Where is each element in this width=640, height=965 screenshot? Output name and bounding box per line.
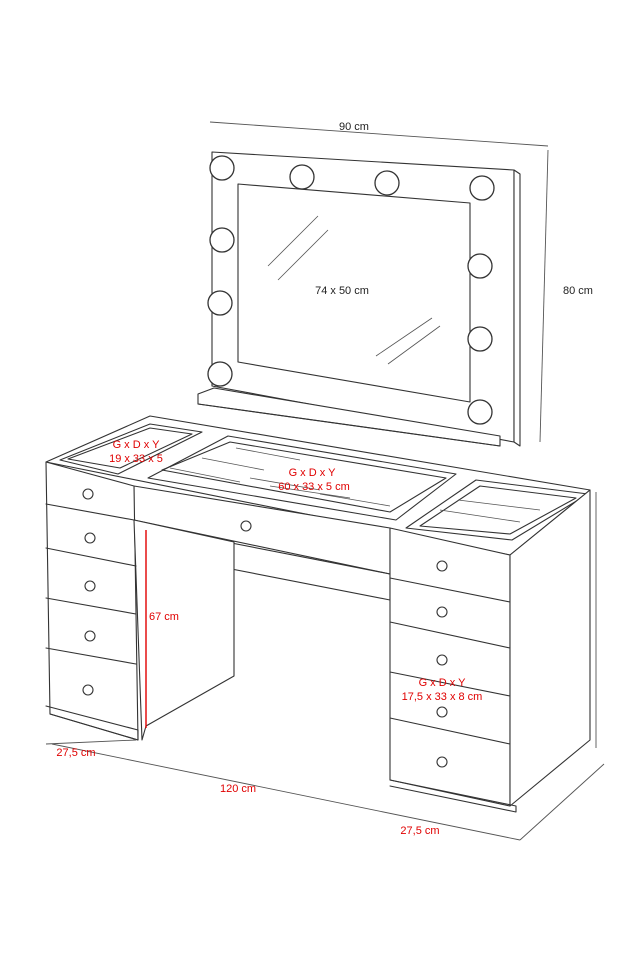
knob-left-2: [84, 532, 96, 544]
dim-line-right-depth: [519, 763, 605, 841]
dim-line-table-length: [51, 743, 521, 841]
bulb-4: [469, 175, 495, 201]
bulb-7: [207, 361, 233, 387]
vanity-table: [45, 415, 591, 813]
right-drawer-dividers: [389, 577, 511, 745]
bulb-8: [467, 253, 493, 279]
label-left-compartment-size: 19 x 33 x 5: [109, 453, 163, 465]
right-pedestal: [389, 527, 511, 807]
label-drawer-header: G x D x Y: [419, 677, 467, 689]
knob-right-1: [436, 560, 448, 572]
dim-line-mirror-width: [209, 121, 549, 147]
knob-left-1: [82, 488, 94, 500]
mirror-reflection: [267, 215, 441, 365]
bulb-2: [289, 164, 315, 190]
knob-center: [240, 520, 252, 532]
left-pedestal-side: [133, 519, 235, 741]
dim-line-mirror-height: [539, 149, 549, 443]
right-pedestal-side: [509, 489, 591, 807]
label-mirror-width: 90 cm: [339, 121, 369, 133]
bulb-5: [209, 227, 235, 253]
mirror-frame-side: [513, 169, 521, 447]
knob-right-5: [436, 756, 448, 768]
knob-left-3: [84, 580, 96, 592]
knob-left-5: [82, 684, 94, 696]
label-table-length: 120 cm: [220, 783, 256, 795]
label-right-depth: 27,5 cm: [400, 825, 439, 837]
label-left-depth: 27,5 cm: [56, 747, 95, 759]
knob-left-4: [84, 630, 96, 642]
left-compartment: [59, 423, 203, 475]
bulb-9: [467, 326, 493, 352]
bulb-3: [374, 170, 400, 196]
knob-right-2: [436, 606, 448, 618]
label-center-compartment-header: G x D x Y: [289, 467, 337, 479]
mirror-glass: [237, 183, 471, 403]
mirror: [197, 151, 521, 447]
bulb-1: [209, 155, 235, 181]
bulb-6: [207, 290, 233, 316]
label-mirror-glass: 74 x 50 cm: [315, 285, 369, 297]
knob-right-3: [436, 654, 448, 666]
knob-right-4: [436, 706, 448, 718]
dim-line-left-depth: [45, 739, 137, 745]
label-center-compartment-size: 60 x 33 x 5 cm: [278, 481, 350, 493]
label-table-height: 67 cm: [149, 611, 179, 623]
bulb-10: [467, 399, 493, 425]
label-left-compartment-header: G x D x Y: [113, 439, 161, 451]
center-compartment: [147, 435, 457, 521]
left-drawer-dividers: [45, 503, 137, 665]
label-drawer-size: 17,5 x 33 x 8 cm: [402, 691, 483, 703]
mirror-shelf: [197, 387, 501, 447]
label-mirror-height: 80 cm: [563, 285, 593, 297]
